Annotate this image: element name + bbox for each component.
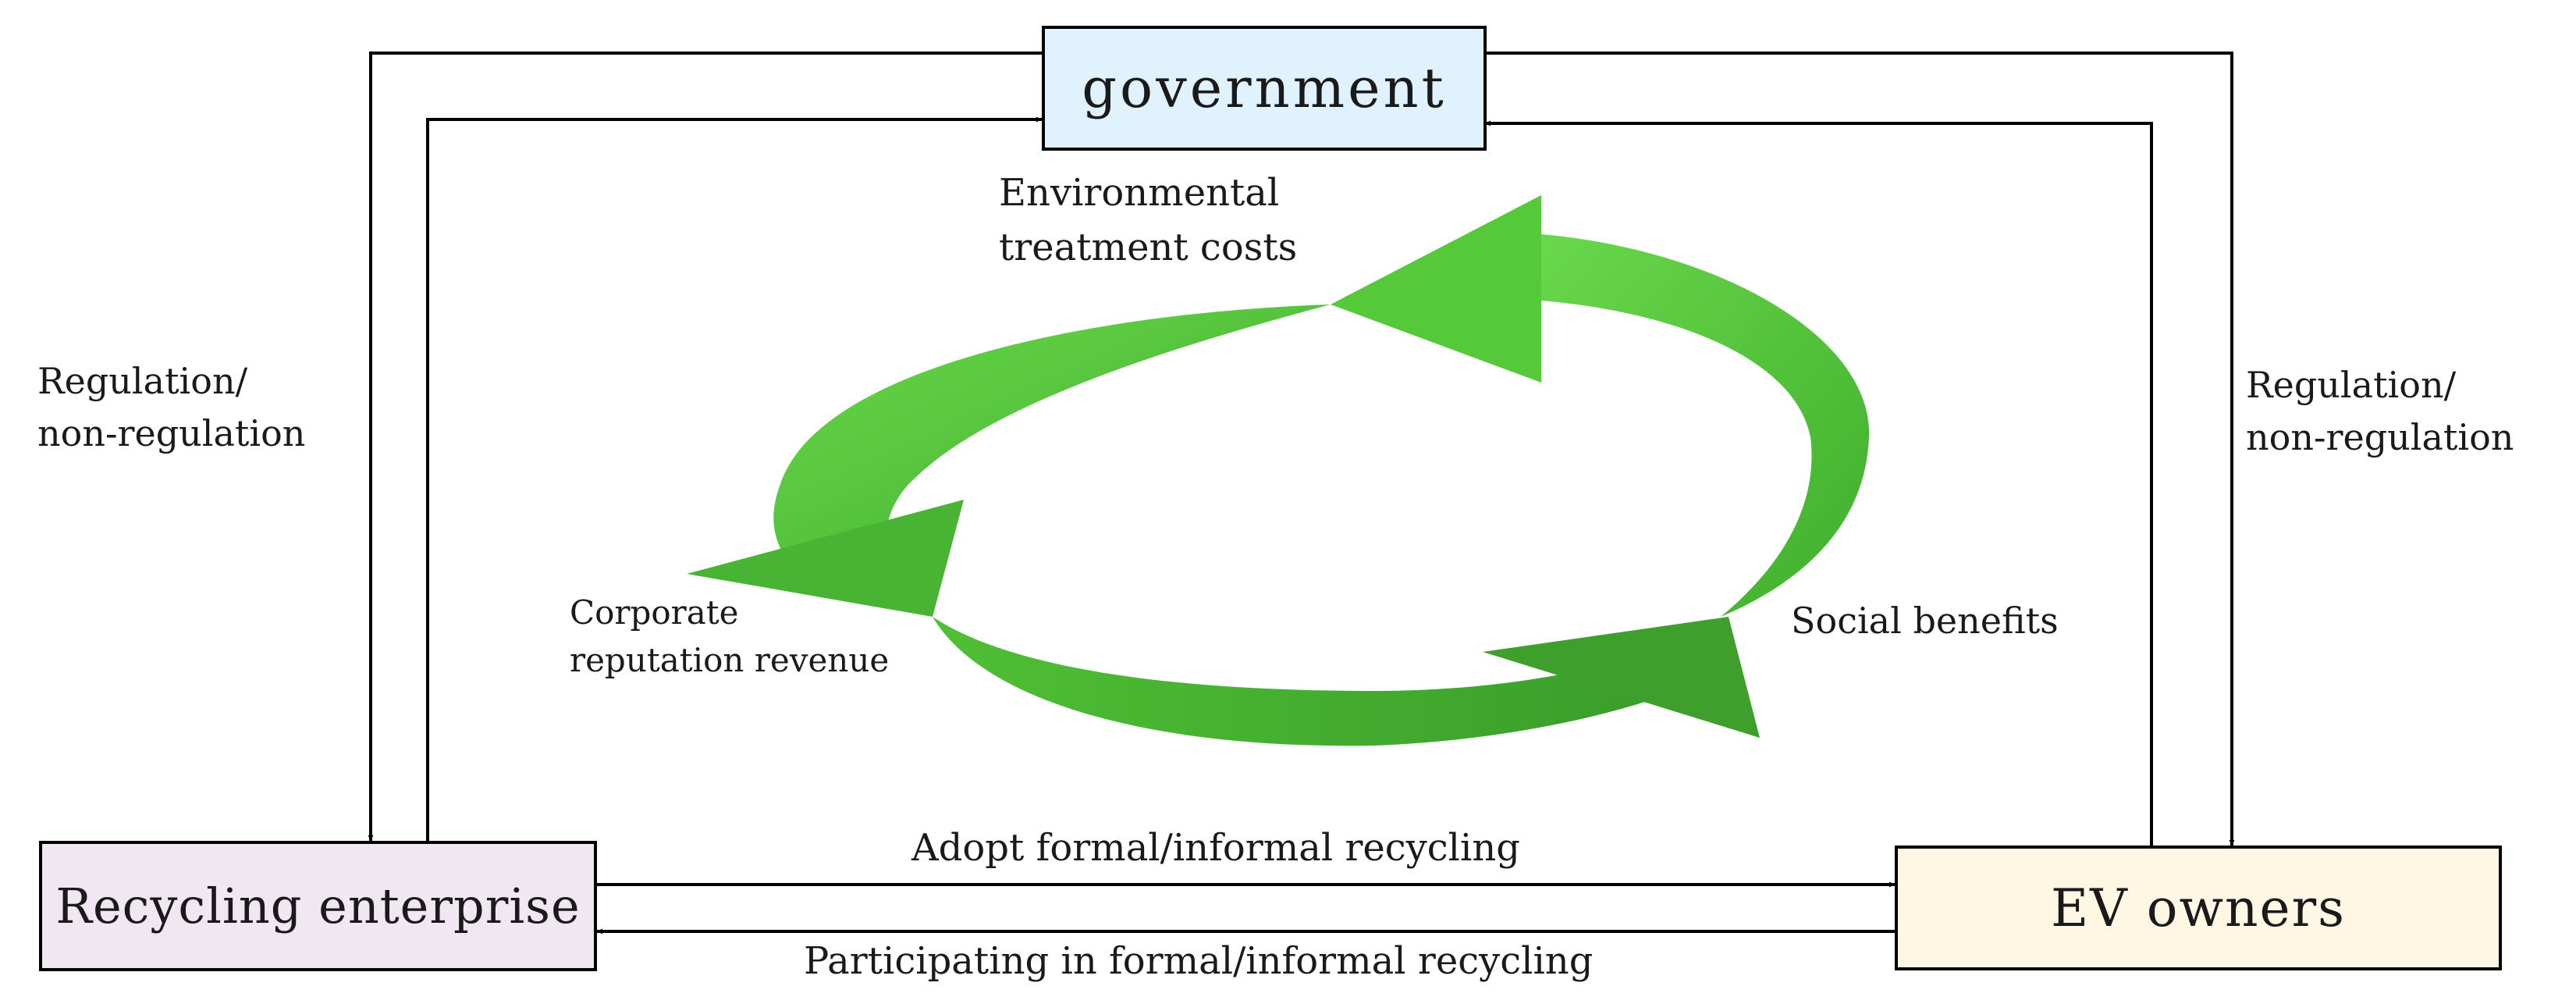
edge-enterprise-to-gov <box>426 116 1042 841</box>
regulation-right-label: Regulation/ non-regulation <box>2246 364 2514 458</box>
cycle-arrowhead-left <box>687 500 964 617</box>
corporate-reputation-label: Corporate reputation revenue <box>570 593 890 679</box>
government-label: government <box>1082 56 1447 120</box>
participating-recycling-label: Participating in formal/informal recycli… <box>804 939 1594 983</box>
edge-gov-to-owners <box>1485 52 2235 846</box>
adopt-recycling-label: Adopt formal/informal recycling <box>911 826 1521 870</box>
cycle-arrowhead-top <box>1331 195 1541 383</box>
cycle-arrow-bottom <box>933 617 1654 746</box>
recycling-enterprise-node: Recycling enterprise <box>39 841 597 971</box>
edge-gov-to-enterprise <box>368 52 1042 841</box>
cycle-arrow-top <box>1541 234 1870 617</box>
environmental-costs-label: Environmental treatment costs <box>999 171 1298 269</box>
social-benefits-label: Social benefits <box>1791 600 2059 642</box>
cycle-arrowhead-bottom <box>1483 617 1760 738</box>
edge-owners-to-gov <box>1485 120 2153 846</box>
regulation-left-label: Regulation/ non-regulation <box>37 360 306 454</box>
connectors <box>368 52 2235 935</box>
government-node: government <box>1042 26 1487 151</box>
cycle-arrows <box>687 195 1870 746</box>
ev-owners-node: EV owners <box>1895 846 2502 970</box>
recycling-enterprise-label: Recycling enterprise <box>55 878 581 935</box>
ev-owners-label: EV owners <box>2050 878 2347 938</box>
cycle-arrow-left <box>773 304 1331 562</box>
